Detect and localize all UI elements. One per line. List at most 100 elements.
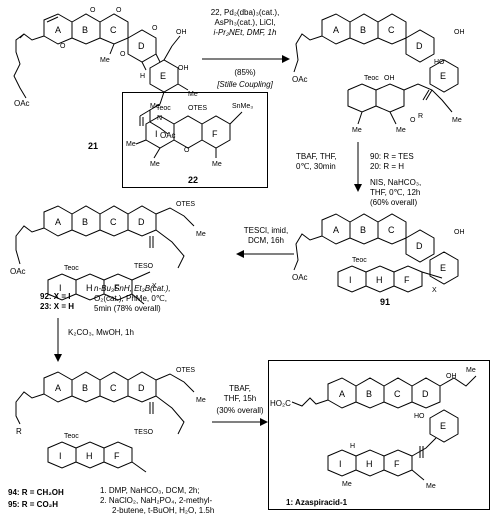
carboxylic-acid-label: HO₂C [270,399,291,408]
atom-oh: OH [454,229,465,236]
structure-21: A B C D E O O O O O OH Me H Me Me OAc OA… [13,7,198,140]
methyl-label: Me [196,397,206,404]
ring-i-label: I [59,283,62,293]
reaction-arrow-stille [202,55,290,63]
stille-conditions-1: 22, Pd₂(dba)₃(cat.), [210,8,280,17]
methyl-label: Me [342,481,352,488]
ring-b-label: B [366,389,372,399]
ring-b-label: B [360,25,366,35]
reaction-arrow-tescl [236,250,294,258]
ring-d-label: D [416,241,423,251]
ring-f-label: F [212,129,218,139]
atom-ho: HO [414,413,425,420]
ring-h-label: H [86,451,93,461]
tbaf2-yield: (30% overall) [216,406,264,415]
ring-a-label: A [55,383,61,393]
methyl-label: Me [100,57,110,64]
ring-b-label: B [82,383,88,393]
reaction-arrow-k2co3 [54,318,62,362]
ring-c-label: C [394,389,401,399]
structure-90-20: A B C D E OH HO Teoc OH OAc O R Me Me Me [292,13,465,134]
bu3snh-line2: O₂(cat.), PhMe, 0℃, [94,294,167,303]
stille-yield: (85%) [234,68,256,77]
methyl-label: Me [150,103,160,110]
tbaf2-line2: THF, 15h [223,394,257,403]
teoc-label: Teoc [64,433,79,440]
compound-21-number: 21 [88,141,99,151]
compound-91-number: 91 [380,297,391,307]
compound-95-label: 95: R = CO₂H [8,500,59,509]
reaction-arrow-tbaf [354,142,362,192]
oac-label: OAc [292,75,308,84]
compound-20-label: 20: R = H [370,162,405,171]
azaspiracid-box [268,360,490,510]
ring-c-label: C [110,217,117,227]
structure-azaspiracid-1: A B C D E I H F HO₂C OH HO Me H Me Me [270,367,477,490]
atom-o: O [120,51,126,58]
stille-name: [Stille Coupling] [217,80,273,89]
x-group-label: X [152,283,157,290]
otes-label: OTES [176,201,195,208]
atom-o: O [116,7,122,14]
ring-b-label: B [82,217,88,227]
structure-92-23: A B C D I H F OTES TESO Teoc OAc X Me [10,201,206,305]
ring-a-label: A [55,25,61,35]
ring-f-label: F [114,451,120,461]
r-group-label: R [418,113,423,120]
ring-c-label: C [110,383,117,393]
methyl-label: Me [196,231,206,238]
atom-o: O [184,147,190,154]
ring-e-label: E [160,71,166,81]
teso-label: TESO [134,429,154,436]
oac-label: OAc [292,273,308,282]
bu3snh-line1: n-Bu₃SnH, Et₃B(cat.), [94,284,171,293]
ring-b-label: B [360,225,366,235]
azaspiracid-name: 1: Azaspiracid-1 [286,498,348,507]
ring-i-label: I [155,129,158,139]
tbaf1-line2: 0℃, 30min [296,162,336,171]
ring-b-label: B [82,25,88,35]
structure-91: A B C D E I H F OH Teoc OAc X [292,213,465,294]
structure-94-95: A B C D I H F OTES TESO Teoc R Me [15,367,206,473]
otes-label: OTES [188,105,207,112]
ring-a-label: A [55,217,61,227]
atom-oh: OH [454,29,465,36]
ring-i-label: I [339,459,342,469]
ring-d-label: D [416,41,423,51]
compound-22-box [122,92,268,188]
ring-f-label: F [394,459,400,469]
methyl-label: Me [466,367,476,374]
ring-e-label: E [440,71,446,81]
atom-o: O [410,117,416,124]
tescl-line1: TESCl, imid, [243,226,289,235]
teoc-label: Teoc [364,75,379,82]
methyl-label: Me [126,141,136,148]
atom-ho: HO [434,59,445,66]
ring-d-label: D [138,217,145,227]
atom-oh: OH [176,29,187,36]
snme3-label: SnMe₃ [232,103,253,110]
methyl-label: Me [352,127,362,134]
teoc-label: Teoc [64,265,79,272]
ring-f-label: F [404,275,410,285]
compound-22-number: 22 [188,175,199,185]
methyl-label: Me [188,91,198,98]
tbaf2-line1: TBAF, [229,384,251,393]
bu3snh-line3: 5min (78% overall) [94,304,161,313]
ring-a-label: A [333,25,339,35]
atom-n: N [157,115,162,122]
structure-22: Teoc N I F OTES SnMe₃ Me Me Me O [126,103,253,168]
ring-a-label: A [333,225,339,235]
ring-a-label: A [339,389,345,399]
atom-o: O [90,7,96,14]
atom-h: H [140,73,145,80]
oac-label: OAc [10,267,26,276]
ring-h-label: H [376,275,383,285]
atom-h: H [350,443,355,450]
stille-conditions-2: AsPh₃(cat.), LiCl, [214,18,276,27]
methyl-label: Me [150,161,160,168]
r-group-label: R [16,427,22,436]
compound-92-label: 92: X = I [40,292,71,301]
ring-f-label: F [114,283,120,293]
teoc-label: Teoc [352,257,367,264]
